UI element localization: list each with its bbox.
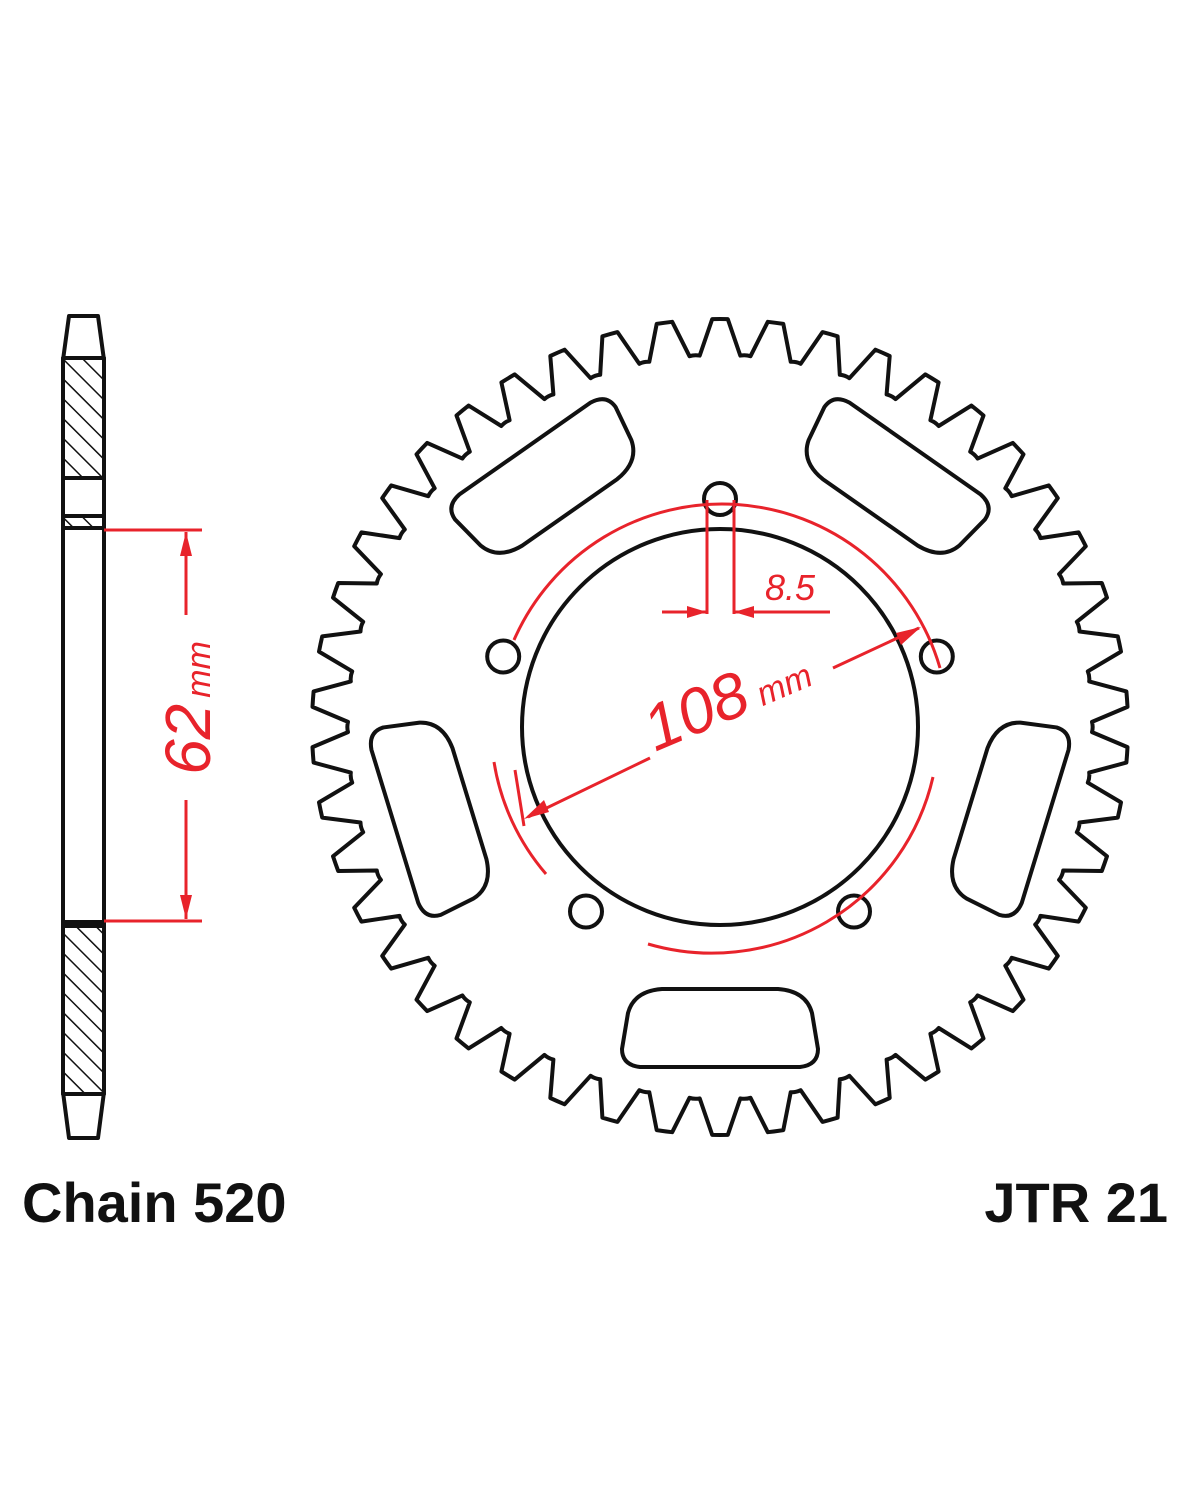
lightening-cutout [620,987,820,1069]
lightening-cutout [449,397,636,555]
lightening-cutouts [368,397,1072,1069]
bolt-holes [485,481,955,930]
pcd-label: 108mm [633,631,821,765]
hub-bore-dimension: 62 mm [104,528,224,923]
arrow-head [180,532,192,556]
pcd-leader [527,756,651,819]
arrow-head [180,895,192,919]
lower-hatch [61,924,106,1096]
sprocket-teeth-outline [310,317,1130,1137]
lightening-cutout [368,720,490,918]
center-bore [520,527,920,927]
sprocket-front-view [310,317,1130,1137]
hub-bore-label: 62 mm [152,641,224,775]
side-profile-outline [61,314,106,1140]
pcd-arc [492,761,548,875]
bolt-hole [485,638,522,675]
pcd-arc [647,776,935,955]
arrow-head [896,627,921,645]
pcd-dimension: 108mm 8.5 [492,500,942,955]
lightening-cutout [804,397,991,555]
lightening-cutout [950,720,1072,918]
pcd-tick [513,769,526,827]
arrow-head [687,606,707,618]
hub-bore-unit: mm [180,641,218,698]
bolt-hole [702,481,738,517]
bolt-hole [836,893,872,930]
arrow-head [734,606,754,618]
hub-bore-value: 62 [152,704,224,775]
bolt-hole [918,638,955,675]
pcd-unit: mm [751,657,818,714]
bolt-hole [568,893,604,930]
sprocket-side-view [61,314,106,1140]
arrow-head [524,800,549,819]
model-number-label: JTR 21 [984,1171,1168,1234]
pcd-value: 108 [633,657,760,765]
chain-size-label: Chain 520 [22,1171,287,1234]
bolt-hole-label: 8.5 [765,567,816,608]
upper-hatch [61,356,106,480]
pcd-arc [512,502,942,669]
